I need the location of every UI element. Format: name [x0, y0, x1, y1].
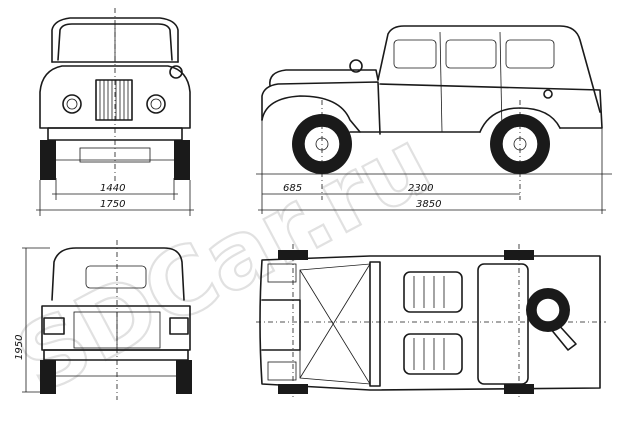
top-view [256, 244, 606, 400]
dim-wheelbase: 2300 [408, 183, 433, 194]
front-view [36, 8, 194, 216]
dim-height: 1950 [14, 335, 25, 360]
dim-front-overhang: 685 [283, 183, 302, 194]
rear-view [22, 240, 192, 400]
dim-front-track: 1440 [100, 183, 125, 194]
dim-overall-length: 3850 [416, 199, 441, 210]
dim-front-width: 1750 [100, 199, 125, 210]
side-view [256, 25, 612, 214]
